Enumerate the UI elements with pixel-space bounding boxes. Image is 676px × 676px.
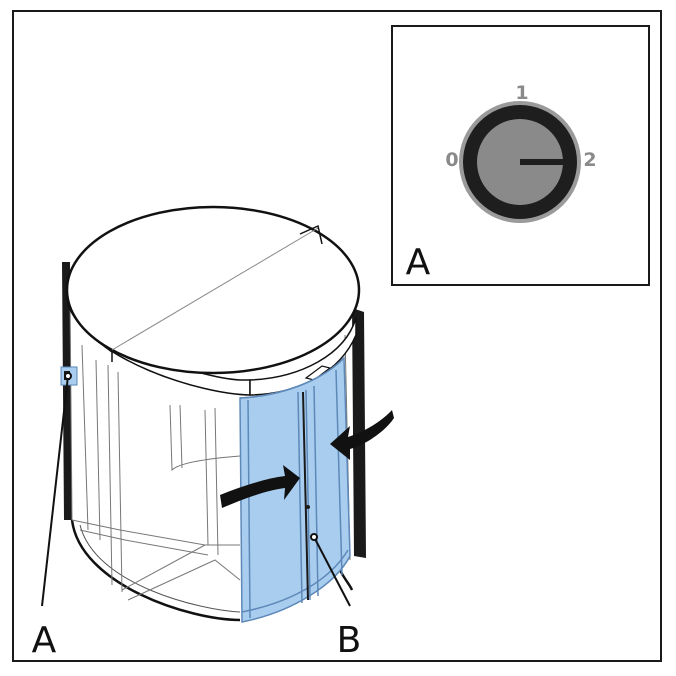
dial-position-0: 0 [445,149,458,171]
callout-leaders [41,372,351,607]
inset-callout-label: A [406,242,431,283]
rotation-arrow-lower [220,465,300,508]
figure-frame [12,10,662,662]
callout-label-a: A [32,620,57,661]
dial-position-1: 1 [515,82,528,104]
door-leaf-frame [239,357,349,619]
leader-line-a [41,375,69,607]
inset-detail: 0 1 2 A [391,25,650,286]
canopy-roof-seam [111,227,319,351]
dial-pointer [520,159,577,165]
door-leaf-divider [302,391,309,601]
canopy-roof-step [103,224,323,362]
door-handle-point [306,505,310,509]
revolving-door [60,205,394,623]
dial-position-2: 2 [583,149,596,171]
leader-dot-b [310,533,318,541]
leader-line-b [313,536,351,607]
drum-floor-ring [79,524,241,613]
door-sensor [304,365,332,381]
leader-dot-a [64,372,72,380]
rotation-arrow-upper [330,410,394,460]
callout-label-b: B [337,620,362,661]
